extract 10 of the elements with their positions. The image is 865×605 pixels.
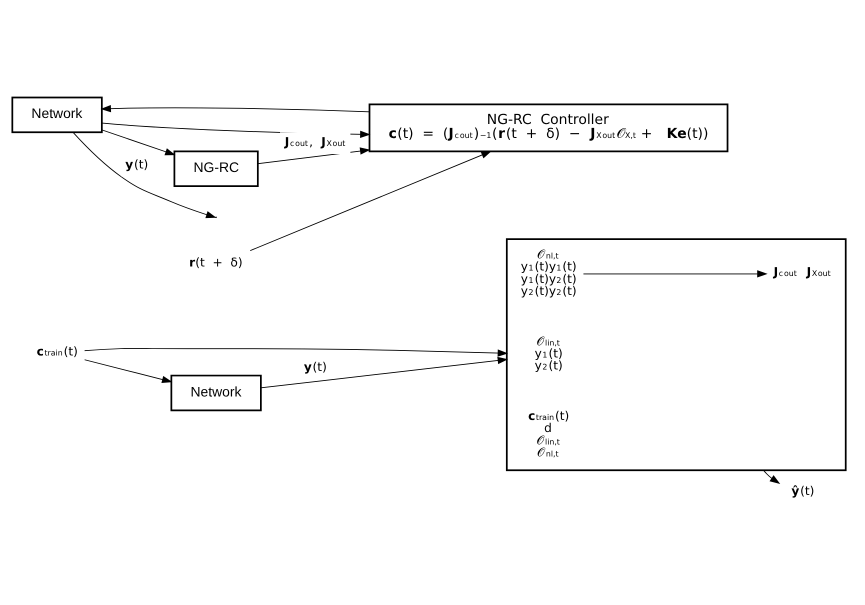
edge-label: y(t) <box>304 359 327 374</box>
edge-label: y(t) <box>125 156 148 171</box>
node-text: r(t + δ) <box>189 255 243 270</box>
node-text: ctrain(t) <box>36 344 78 358</box>
node-text: 𝒪lin,t y1(t) y2(t) <box>534 334 563 372</box>
node-text: 𝒪nl,t y1(t)y1(t) y1(t)y2(t) y2(t)y2(t) <box>520 246 577 298</box>
node-text: Jcout JXout <box>774 264 831 279</box>
node-text: ctrain(t) d 𝒪lin,t 𝒪nl,t <box>528 408 570 460</box>
node-text: ŷ(t) <box>791 484 814 498</box>
edge-label: Jcout, JXout <box>284 134 346 148</box>
